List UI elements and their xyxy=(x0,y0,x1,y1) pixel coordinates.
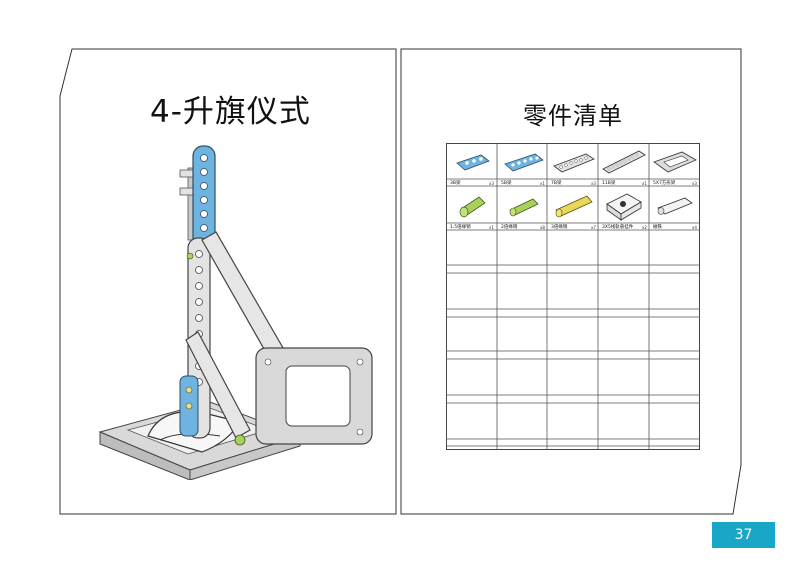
part-qty: x1 xyxy=(642,181,647,186)
beam-5-blue-icon xyxy=(504,153,544,172)
assembly-illustration xyxy=(98,145,373,480)
part-qty: x4 xyxy=(692,225,697,230)
green-pin-icon xyxy=(186,252,246,446)
pin-1-5-green-icon xyxy=(459,196,486,218)
parts-table: 3B梁 x3 5B梁 x1 7B梁 x3 11B梁 x1 5X7方形梁 x3 1… xyxy=(446,143,700,450)
part-qty: x1 xyxy=(489,225,494,230)
pin-3-yellow-icon xyxy=(555,195,593,218)
part-label: 5X7方形梁 xyxy=(653,181,676,186)
page-number: 37 xyxy=(712,522,775,548)
part-qty: x8 xyxy=(540,225,545,230)
part-qty: x7 xyxy=(591,225,596,230)
rail-hanger-3x5-icon xyxy=(606,193,642,221)
beam-3-blue-icon xyxy=(456,154,490,171)
part-qty: x3 xyxy=(489,181,494,186)
magnet-icon xyxy=(657,197,693,215)
part-label: 7B梁 xyxy=(551,181,562,186)
part-label: 3倍缘销 xyxy=(551,225,568,230)
part-label: 2倍缘销 xyxy=(501,225,518,230)
beam-7-gray-icon xyxy=(553,153,595,173)
part-label: 1.5倍缘销 xyxy=(450,225,471,230)
part-label: 11B梁 xyxy=(602,181,616,186)
part-label: 磁铁 xyxy=(653,225,662,230)
square-frame-5x7-icon xyxy=(653,151,697,173)
left-page-title: 4-升旗仪式 xyxy=(150,94,311,130)
part-label: 5B梁 xyxy=(501,181,512,186)
square-frame-icon xyxy=(255,347,373,445)
part-qty: x1 xyxy=(540,181,545,186)
part-label: 3X5线轨悬挂件 xyxy=(602,225,634,230)
part-label: 3B梁 xyxy=(450,181,461,186)
parts-table-grid xyxy=(446,143,700,450)
part-qty: x2 xyxy=(642,225,647,230)
beam-11-gray-icon xyxy=(602,150,646,174)
part-qty: x3 xyxy=(692,181,697,186)
pin-2-green-icon xyxy=(509,198,539,217)
part-qty: x3 xyxy=(591,181,596,186)
parts-list-title: 零件清单 xyxy=(523,102,623,130)
